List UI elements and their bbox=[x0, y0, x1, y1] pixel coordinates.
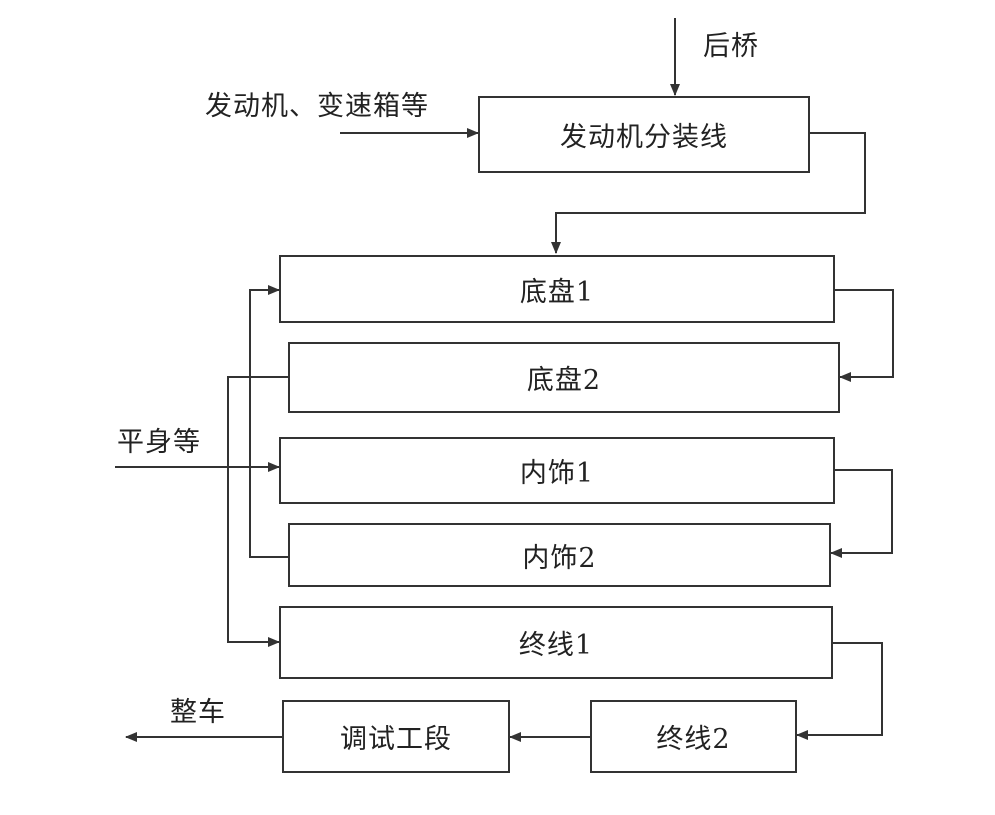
trim-1-box: 内饰1 bbox=[279, 437, 835, 504]
chassis-1-box: 底盘1 bbox=[279, 255, 835, 323]
final1-to-final2-connector bbox=[796, 642, 883, 740]
chassis1-to-chassis2-connector bbox=[835, 289, 894, 382]
engine-gearbox-label: 发动机、变速箱等 bbox=[205, 91, 429, 122]
final-2-box: 终线2 bbox=[590, 700, 797, 773]
debug-section-label: 调试工段 bbox=[340, 724, 452, 755]
chassis-2-label: 底盘2 bbox=[526, 365, 602, 396]
chassis2-to-final1-connector bbox=[227, 376, 288, 647]
engine-to-chassis1-connector bbox=[551, 132, 866, 254]
trim1-to-trim2-connector bbox=[830, 469, 893, 558]
trim-1-label: 内饰1 bbox=[519, 458, 595, 489]
vehicle-output-label: 整车 bbox=[170, 697, 226, 728]
final-1-label: 终线1 bbox=[518, 630, 594, 661]
body-input-label: 平身等 bbox=[117, 427, 201, 458]
engine-subline-box: 发动机分装线 bbox=[478, 96, 810, 173]
chassis-1-label: 底盘1 bbox=[519, 276, 595, 308]
engine-subline-label: 发动机分装线 bbox=[560, 122, 728, 153]
trim-2-box: 内饰2 bbox=[288, 523, 831, 587]
trim-2-label: 内饰2 bbox=[522, 542, 597, 574]
left-loop-to-chassis1 bbox=[249, 285, 288, 558]
rear-axle-label: 后桥 bbox=[703, 31, 759, 62]
chassis-2-box: 底盘2 bbox=[288, 342, 840, 413]
debug-section-box: 调试工段 bbox=[282, 700, 510, 773]
final-1-box: 终线1 bbox=[279, 606, 833, 679]
final-2-label: 终线2 bbox=[656, 724, 731, 755]
